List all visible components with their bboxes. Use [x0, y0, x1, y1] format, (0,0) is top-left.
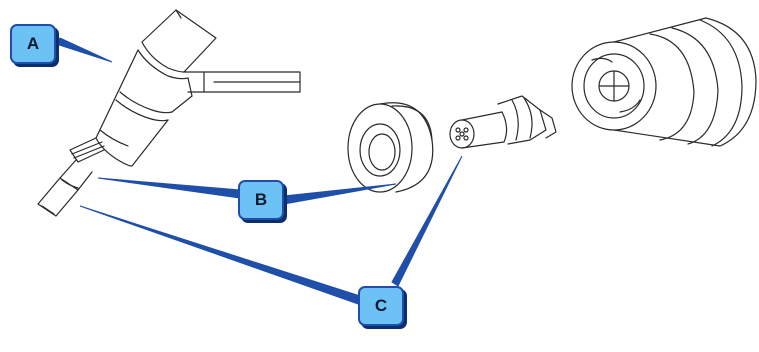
connector-housing-drawing [571, 17, 757, 147]
pin-fitting-drawing [449, 95, 557, 149]
washer-drawing [347, 102, 434, 193]
leader-b-left [97, 177, 241, 199]
leader-c-left [79, 205, 361, 305]
callout-c-label: C [374, 296, 388, 315]
callout-a-badge [10, 24, 56, 64]
leader-b-right [283, 183, 397, 205]
callout-b: B [238, 180, 284, 220]
callout-b-label: B [254, 190, 268, 209]
callout-b-badge [238, 180, 284, 220]
sensor-body-drawing [37, 9, 301, 217]
callout-c-badge [358, 286, 404, 326]
callout-c: C [358, 286, 404, 326]
leader-c-right [391, 155, 463, 287]
callout-a-label: A [26, 34, 40, 53]
leader-a [55, 37, 113, 63]
leader-lines [55, 37, 463, 305]
callout-a: A [10, 24, 56, 64]
